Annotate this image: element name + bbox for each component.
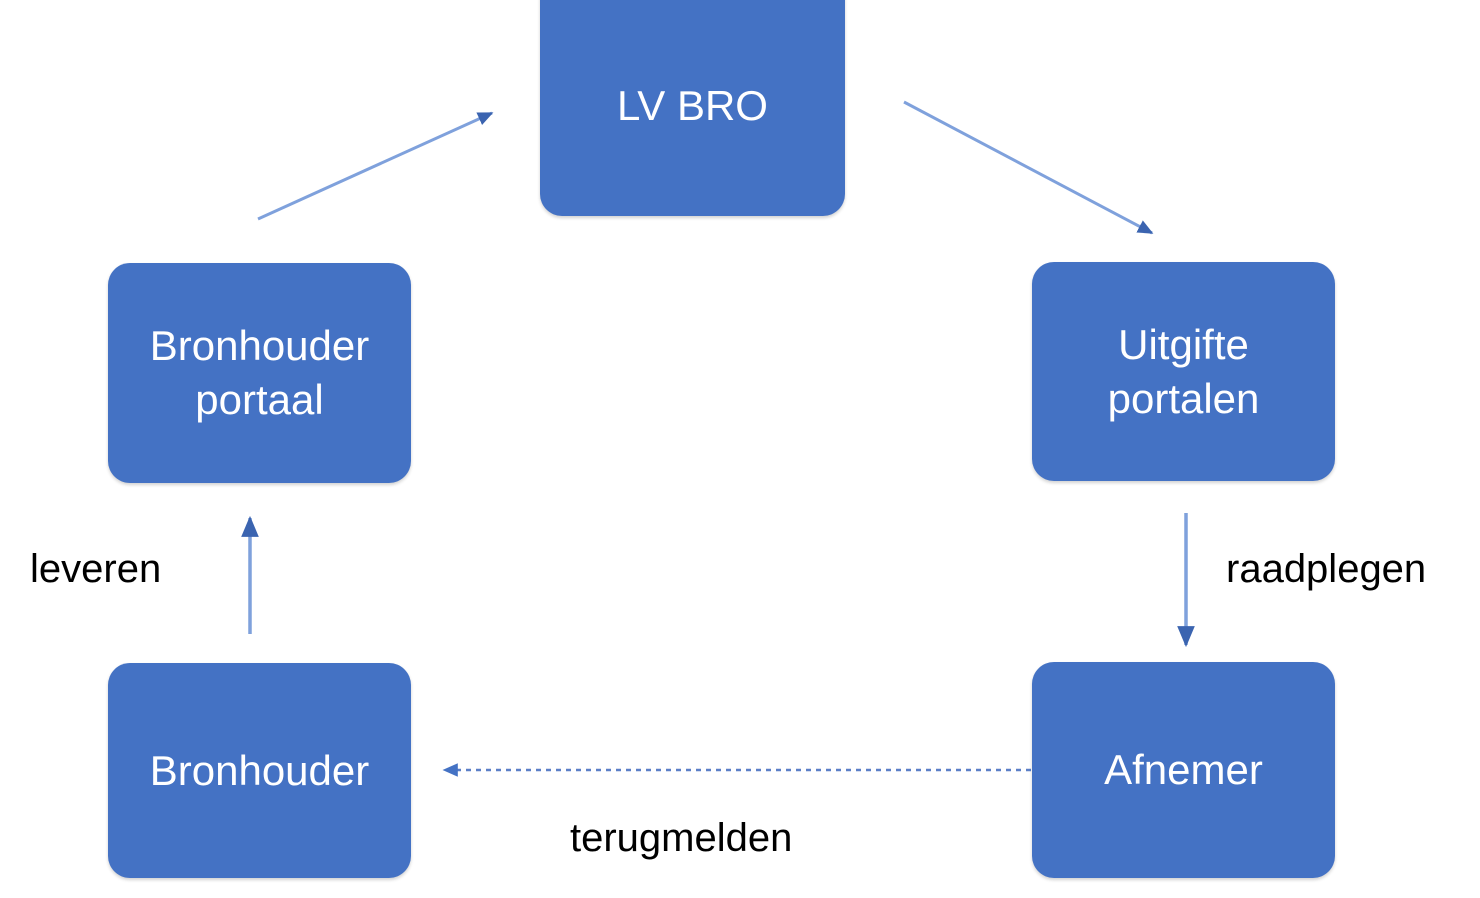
edge-label-leveren: leveren <box>30 547 162 591</box>
node-bronhouder-portaal[interactable]: Bronhouder portaal <box>108 263 411 483</box>
edge-label-terugmelden: terugmelden <box>570 816 793 860</box>
node-bronhouder-portaal-label: Bronhouder portaal <box>149 322 370 423</box>
node-lv-bro-label: LV BRO <box>617 82 768 130</box>
node-afnemer-label: Afnemer <box>1104 746 1263 794</box>
edge-label-raadplegen: raadplegen <box>1226 547 1427 591</box>
edge-lv-bro-to-uitgifte-portalen <box>903 100 1154 235</box>
node-bronhouder-label: Bronhouder <box>149 746 370 794</box>
edge-bronhouder-portaal-to-lv-bro <box>257 111 494 221</box>
node-bronhouder[interactable]: Bronhouder <box>108 663 411 878</box>
node-uitgifte-portalen[interactable]: Uitgifte portalen <box>1032 262 1335 481</box>
node-lv-bro[interactable]: LV BRO <box>540 0 845 216</box>
node-afnemer[interactable]: Afnemer <box>1032 662 1335 878</box>
node-uitgifte-portalen-label: Uitgifte portalen <box>1107 320 1260 422</box>
